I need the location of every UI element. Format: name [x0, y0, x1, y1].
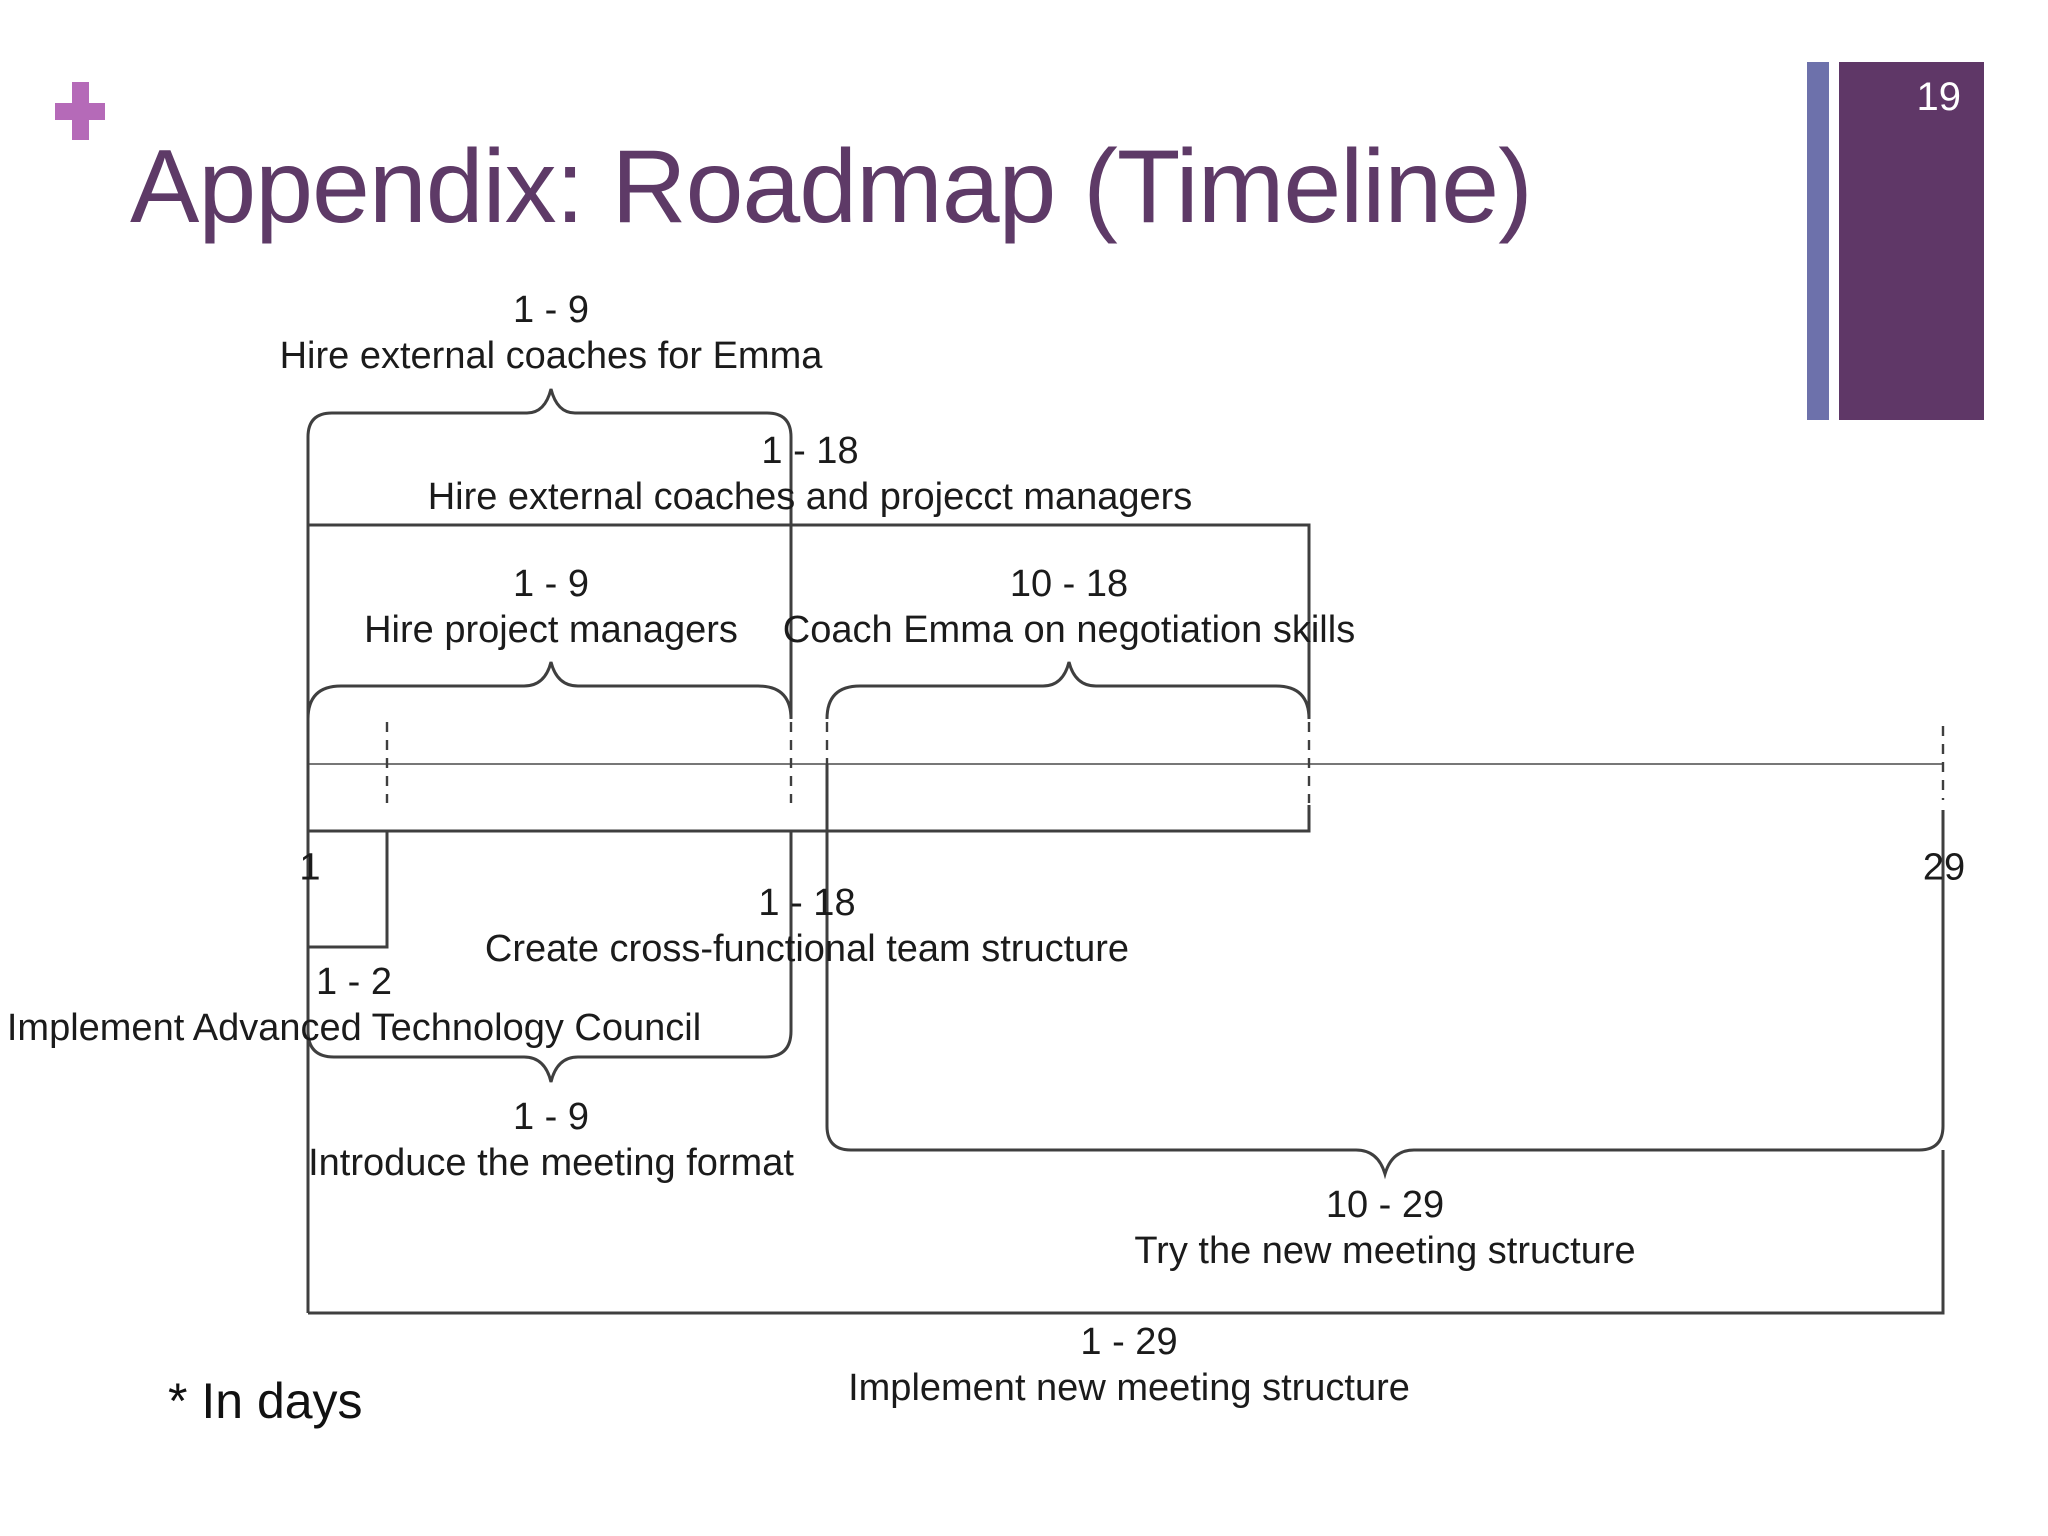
task-range: 1 - 9: [512, 563, 590, 605]
footnote-in-days: * In days: [168, 1373, 363, 1429]
box-1-18: [306, 523, 1311, 833]
task-name: Coach Emma on negotiation skills: [782, 609, 1356, 651]
accent-bar-wide: [1839, 62, 1984, 420]
task-label-hire-coaches-and-pms: 1 - 18 Hire external coaches and projecc…: [428, 428, 1193, 520]
task-range: 10 - 18: [1009, 563, 1129, 605]
brace-hire-project-managers: [306, 661, 793, 720]
page-title: Appendix: Roadmap (Timeline): [130, 129, 1533, 245]
task-name: Create cross-functional team structure: [484, 928, 1130, 970]
axis-start-label: 1: [299, 846, 321, 889]
task-range: 1 - 18: [758, 882, 856, 924]
accent-bar-thin: [1807, 62, 1829, 420]
task-label-hire-external-coaches-emma: 1 - 9 Hire external coaches for Emma: [280, 287, 823, 379]
task-label-try-new-meeting-structure: 10 - 29 Try the new meeting structure: [1134, 1182, 1635, 1274]
task-range: 10 - 29: [1325, 1184, 1445, 1226]
task-name: Hire external coaches for Emma: [279, 335, 823, 377]
brace-try-new-meeting-structure: [825, 810, 1945, 1180]
task-label-implement-new-meeting-structure: 1 - 29 Implement new meeting structure: [848, 1319, 1410, 1411]
task-range: 1 - 29: [1080, 1321, 1178, 1363]
task-label-advanced-technology-council: 1 - 2 Implement Advanced Technology Coun…: [7, 959, 701, 1051]
task-name: Implement Advanced Technology Council: [6, 1007, 702, 1049]
brace-coach-emma: [825, 661, 1311, 720]
task-range: 1 - 9: [512, 1096, 590, 1138]
task-label-coach-emma: 10 - 18 Coach Emma on negotiation skills: [783, 561, 1355, 653]
axis-end-label: 29: [1922, 846, 1966, 889]
task-name: Introduce the meeting format: [308, 1142, 794, 1184]
box-1-29: [308, 1150, 1945, 1315]
plus-icon: [55, 82, 105, 140]
task-label-hire-project-managers: 1 - 9 Hire project managers: [364, 561, 738, 653]
box-1-2: [306, 766, 389, 949]
task-name: Try the new meeting structure: [1134, 1230, 1636, 1272]
task-label-cross-functional: 1 - 18 Create cross-functional team stru…: [485, 880, 1129, 972]
task-range: 1 - 2: [315, 961, 393, 1003]
task-range: 1 - 18: [761, 430, 859, 472]
task-label-introduce-meeting-format: 1 - 9 Introduce the meeting format: [308, 1094, 794, 1186]
task-name: Hire project managers: [364, 609, 738, 651]
task-name: Implement new meeting structure: [848, 1367, 1410, 1409]
task-range: 1 - 9: [512, 289, 590, 331]
brace-hire-external-coaches-emma: [306, 388, 793, 528]
task-name: Hire external coaches and projecct manag…: [427, 476, 1193, 518]
slide-number: 19: [1916, 75, 1962, 119]
brace-introduce-meeting-format: [306, 1030, 793, 1083]
